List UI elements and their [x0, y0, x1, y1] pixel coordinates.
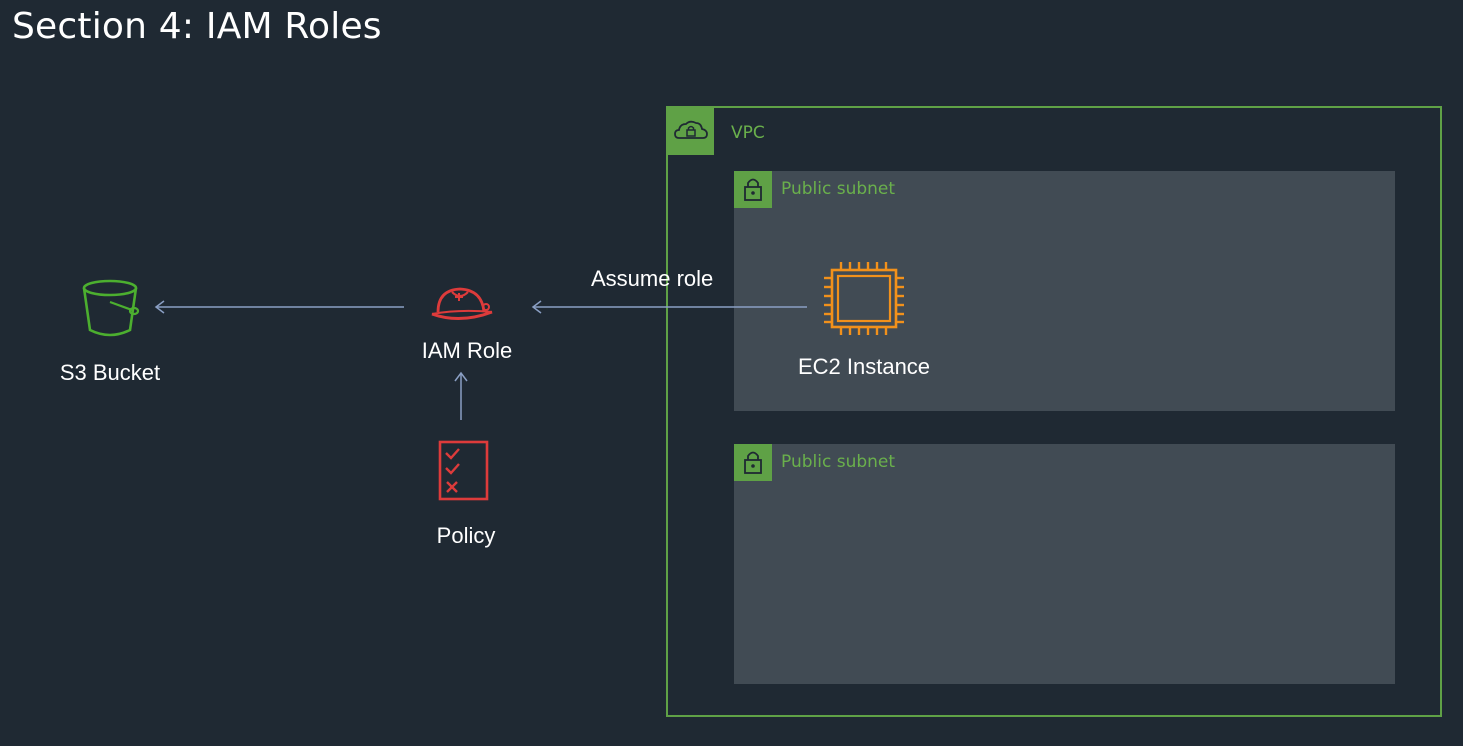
vpc-label: VPC [731, 123, 765, 143]
public-subnet-1: Public subnet [734, 171, 1395, 411]
s3-bucket-icon [80, 278, 142, 347]
assume-role-edge-label: Assume role [591, 266, 714, 291]
iam-role-label: IAM Role [421, 338, 513, 363]
subnet-label: Public subnet [781, 179, 896, 199]
vpc-cloud-lock-icon [668, 108, 714, 155]
arrow-policy-to-iam [454, 371, 468, 420]
public-subnet-2: Public subnet [734, 444, 1395, 684]
subnet-label: Public subnet [781, 452, 896, 472]
arrow-iam-to-s3 [154, 300, 404, 314]
policy-checklist-icon [438, 440, 490, 507]
arrow-ec2-to-iam [531, 300, 807, 314]
ec2-instance-label: EC2 Instance [797, 354, 931, 379]
page-title: Section 4: IAM Roles [12, 6, 382, 47]
vpc-container: VPC [666, 106, 1442, 717]
iam-role-hardhat-icon [430, 284, 494, 327]
lock-icon [734, 171, 772, 208]
ec2-chip-icon [821, 260, 907, 341]
lock-icon [734, 444, 772, 481]
policy-label: Policy [436, 523, 496, 548]
s3-bucket-label: S3 Bucket [59, 360, 161, 385]
